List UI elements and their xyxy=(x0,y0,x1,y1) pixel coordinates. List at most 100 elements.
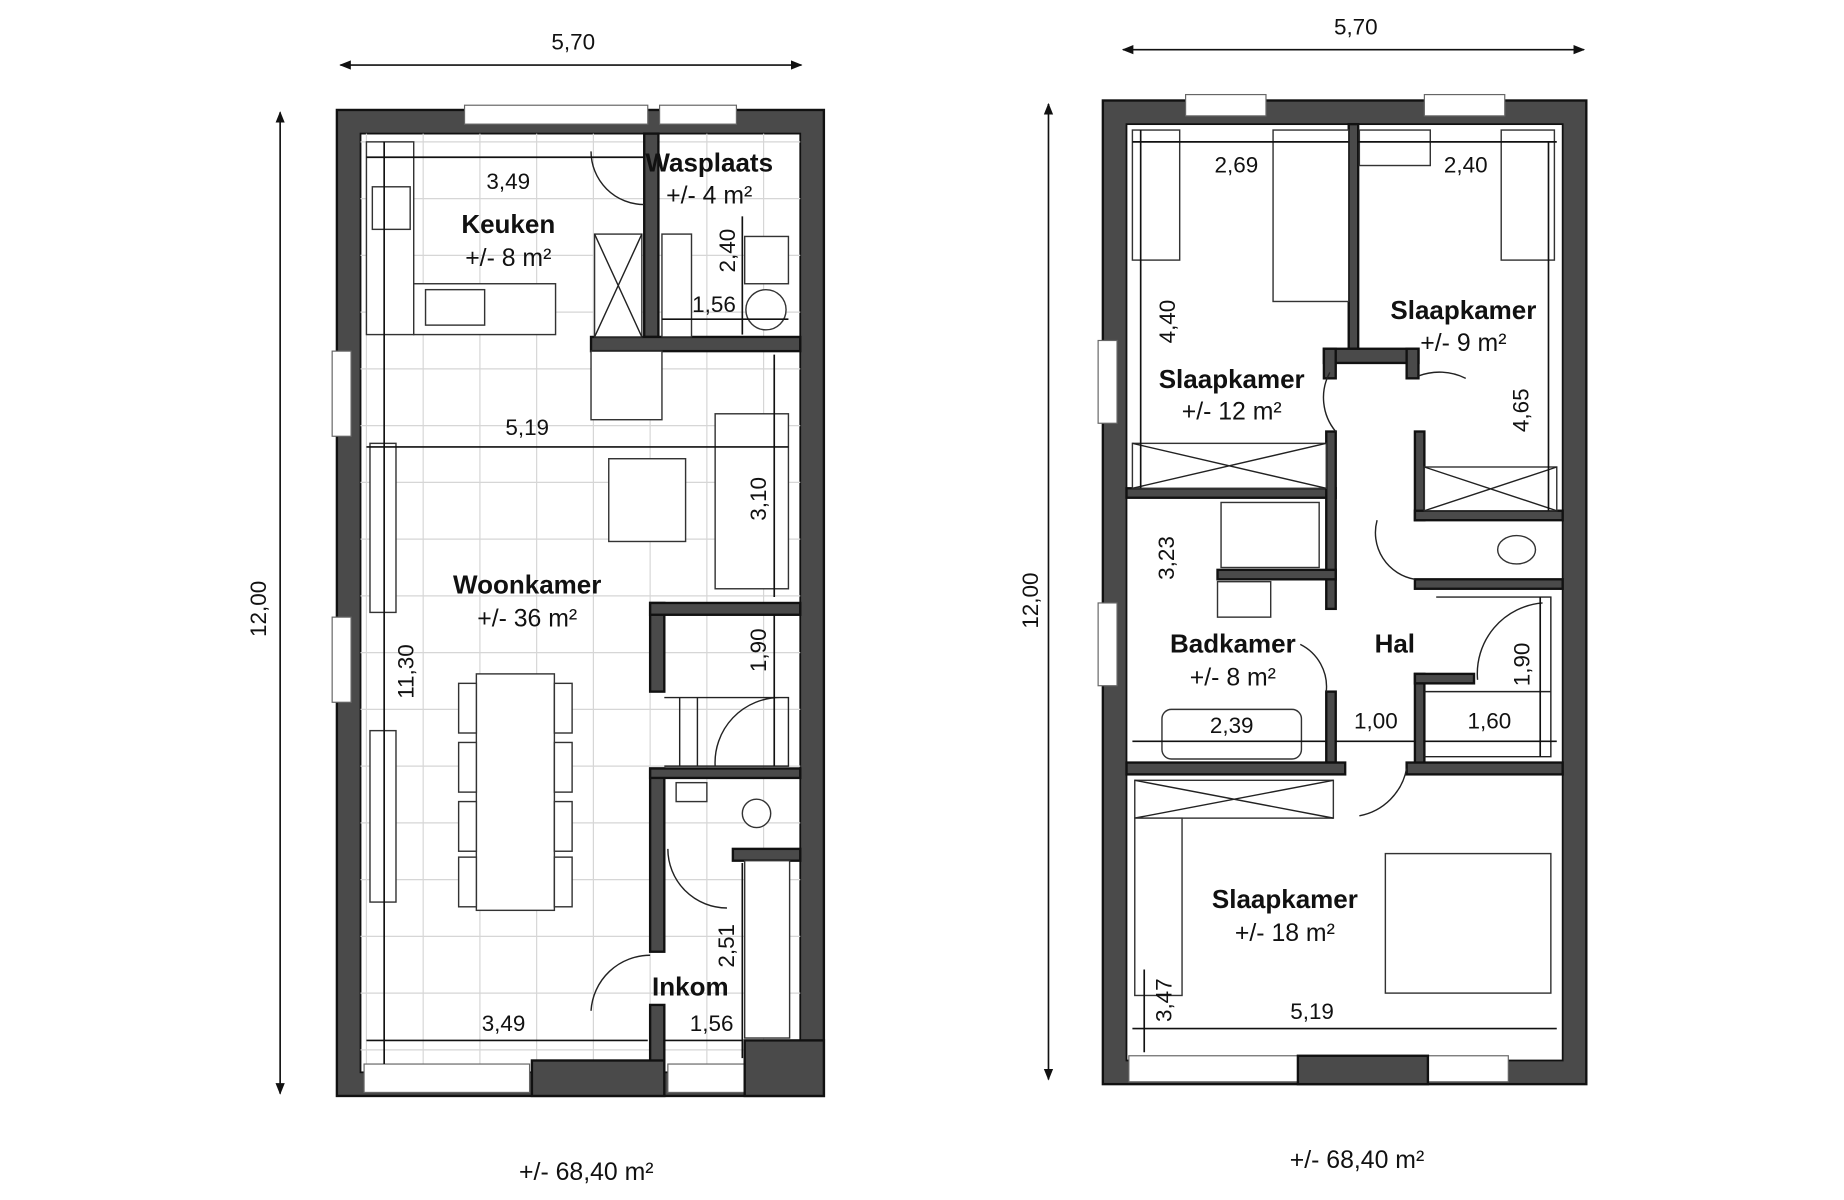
ground-floor-plan: 5,70 12,00 xyxy=(246,30,826,1186)
width-label: 5,70 xyxy=(1334,14,1378,39)
dimension-label: 5,19 xyxy=(1290,999,1334,1024)
window xyxy=(1097,339,1118,424)
inner-wall xyxy=(1405,347,1420,380)
window xyxy=(363,1063,531,1094)
dimension-label: 3,49 xyxy=(486,169,530,194)
dimension-label: 1,00 xyxy=(1354,708,1398,733)
washbasin-icon xyxy=(1216,580,1272,618)
room-area-wasplaats: +/- 4 m² xyxy=(666,182,752,209)
window xyxy=(1427,1055,1509,1083)
window xyxy=(1097,602,1118,687)
window xyxy=(463,104,649,125)
inner-wall xyxy=(1413,430,1426,522)
total-area-label: +/- 68,40 m² xyxy=(519,1159,653,1186)
window xyxy=(1423,93,1506,117)
dimension-label: 3,47 xyxy=(1151,978,1176,1022)
dimension-label: 1,90 xyxy=(746,628,771,672)
entrance-door xyxy=(667,1063,746,1094)
wardrobe-cross xyxy=(1134,779,1334,819)
door-swing xyxy=(590,954,651,1011)
dimension-label: 2,69 xyxy=(1215,153,1259,178)
window xyxy=(1128,1055,1299,1083)
window xyxy=(331,616,352,703)
upper-floor-plan: 5,70 12,00 xyxy=(1018,14,1588,1174)
dimension-label: 1,60 xyxy=(1468,708,1512,733)
dimension-label: 1,56 xyxy=(692,292,736,317)
inner-wall xyxy=(648,601,666,693)
room-area-woonkamer: +/- 36 m² xyxy=(477,606,577,633)
room-name-slaapkamer-12: Slaapkamer xyxy=(1159,364,1305,394)
inner-wall xyxy=(1413,672,1426,770)
desk xyxy=(1500,129,1556,261)
dimension-label: 1,56 xyxy=(690,1011,734,1036)
window xyxy=(1185,93,1267,117)
cabinet xyxy=(369,729,397,903)
desk xyxy=(1131,129,1181,261)
room-area-keuken: +/- 8 m² xyxy=(465,245,551,272)
coat-cabinet xyxy=(743,859,791,1039)
window xyxy=(331,350,352,437)
outer-wall-segment xyxy=(743,1039,826,1098)
inner-wall xyxy=(1125,761,1347,776)
dimension-label: 1,90 xyxy=(1510,643,1535,687)
height-label: 12,00 xyxy=(246,581,271,637)
inner-wall xyxy=(1325,690,1337,764)
bathtub-icon xyxy=(1161,708,1303,760)
toilet-icon xyxy=(1496,534,1537,565)
inner-wall xyxy=(731,847,802,862)
room-name-inkom: Inkom xyxy=(652,971,729,1001)
dimension-label: 2,40 xyxy=(1444,153,1488,178)
room-area-slaapkamer-18: +/- 18 m² xyxy=(1235,920,1335,947)
inner-wall xyxy=(1322,347,1337,380)
dryer-icon xyxy=(745,288,787,331)
dining-table xyxy=(475,673,556,912)
room-name-wasplaats: Wasplaats xyxy=(645,147,773,177)
dining-chairs xyxy=(457,682,573,908)
coffee-table xyxy=(608,458,687,543)
room-name-hal: Hal xyxy=(1375,629,1415,659)
inner-wall xyxy=(1325,430,1337,611)
wardrobe xyxy=(1134,817,1183,997)
toilet-icon xyxy=(741,798,772,829)
height-label: 12,00 xyxy=(1018,572,1043,628)
kitchen-counter xyxy=(365,141,415,336)
room-area-slaapkamer-9: +/- 9 m² xyxy=(1420,330,1506,357)
door-swing xyxy=(667,848,727,909)
dimension-label: 3,49 xyxy=(482,1011,526,1036)
inner-wall xyxy=(1413,509,1564,522)
door-swing xyxy=(590,151,645,206)
wardrobe-cross xyxy=(1132,442,1327,489)
room-name-slaapkamer-9: Slaapkamer xyxy=(1390,295,1536,325)
inner-wall xyxy=(1413,672,1476,685)
dimension-label: 4,65 xyxy=(1508,388,1533,432)
room-name-woonkamer: Woonkamer xyxy=(453,569,601,599)
double-bed xyxy=(1384,852,1552,994)
dimension-label: 2,51 xyxy=(714,924,739,968)
cabinet xyxy=(661,233,693,338)
staircase xyxy=(1424,596,1552,758)
dimension-label: 5,19 xyxy=(505,415,549,440)
inner-wall xyxy=(1125,487,1337,499)
dimension-label: 3,10 xyxy=(746,477,771,521)
outer-wall-segment xyxy=(530,1059,666,1098)
window xyxy=(658,104,738,125)
cabinet xyxy=(369,442,397,614)
dimension-label: 4,40 xyxy=(1155,300,1180,344)
inner-wall xyxy=(648,767,666,953)
stove-icon xyxy=(371,186,411,231)
room-name-keuken: Keuken xyxy=(461,209,555,239)
washbasin-icon xyxy=(675,781,708,803)
dimension-label: 11,30 xyxy=(394,644,419,699)
room-name-badkamer: Badkamer xyxy=(1170,629,1296,659)
room-area-badkamer: +/- 8 m² xyxy=(1190,665,1276,692)
staircase xyxy=(664,696,790,767)
sink-icon xyxy=(424,288,486,326)
dimension-label: 2,39 xyxy=(1210,713,1254,738)
total-area-label: +/- 68,40 m² xyxy=(1290,1147,1424,1174)
outer-wall-segment xyxy=(1296,1054,1430,1086)
dimension-label: 3,23 xyxy=(1154,536,1179,580)
bed xyxy=(1272,129,1350,303)
inner-wall xyxy=(1405,761,1564,776)
inner-wall xyxy=(1216,568,1337,581)
